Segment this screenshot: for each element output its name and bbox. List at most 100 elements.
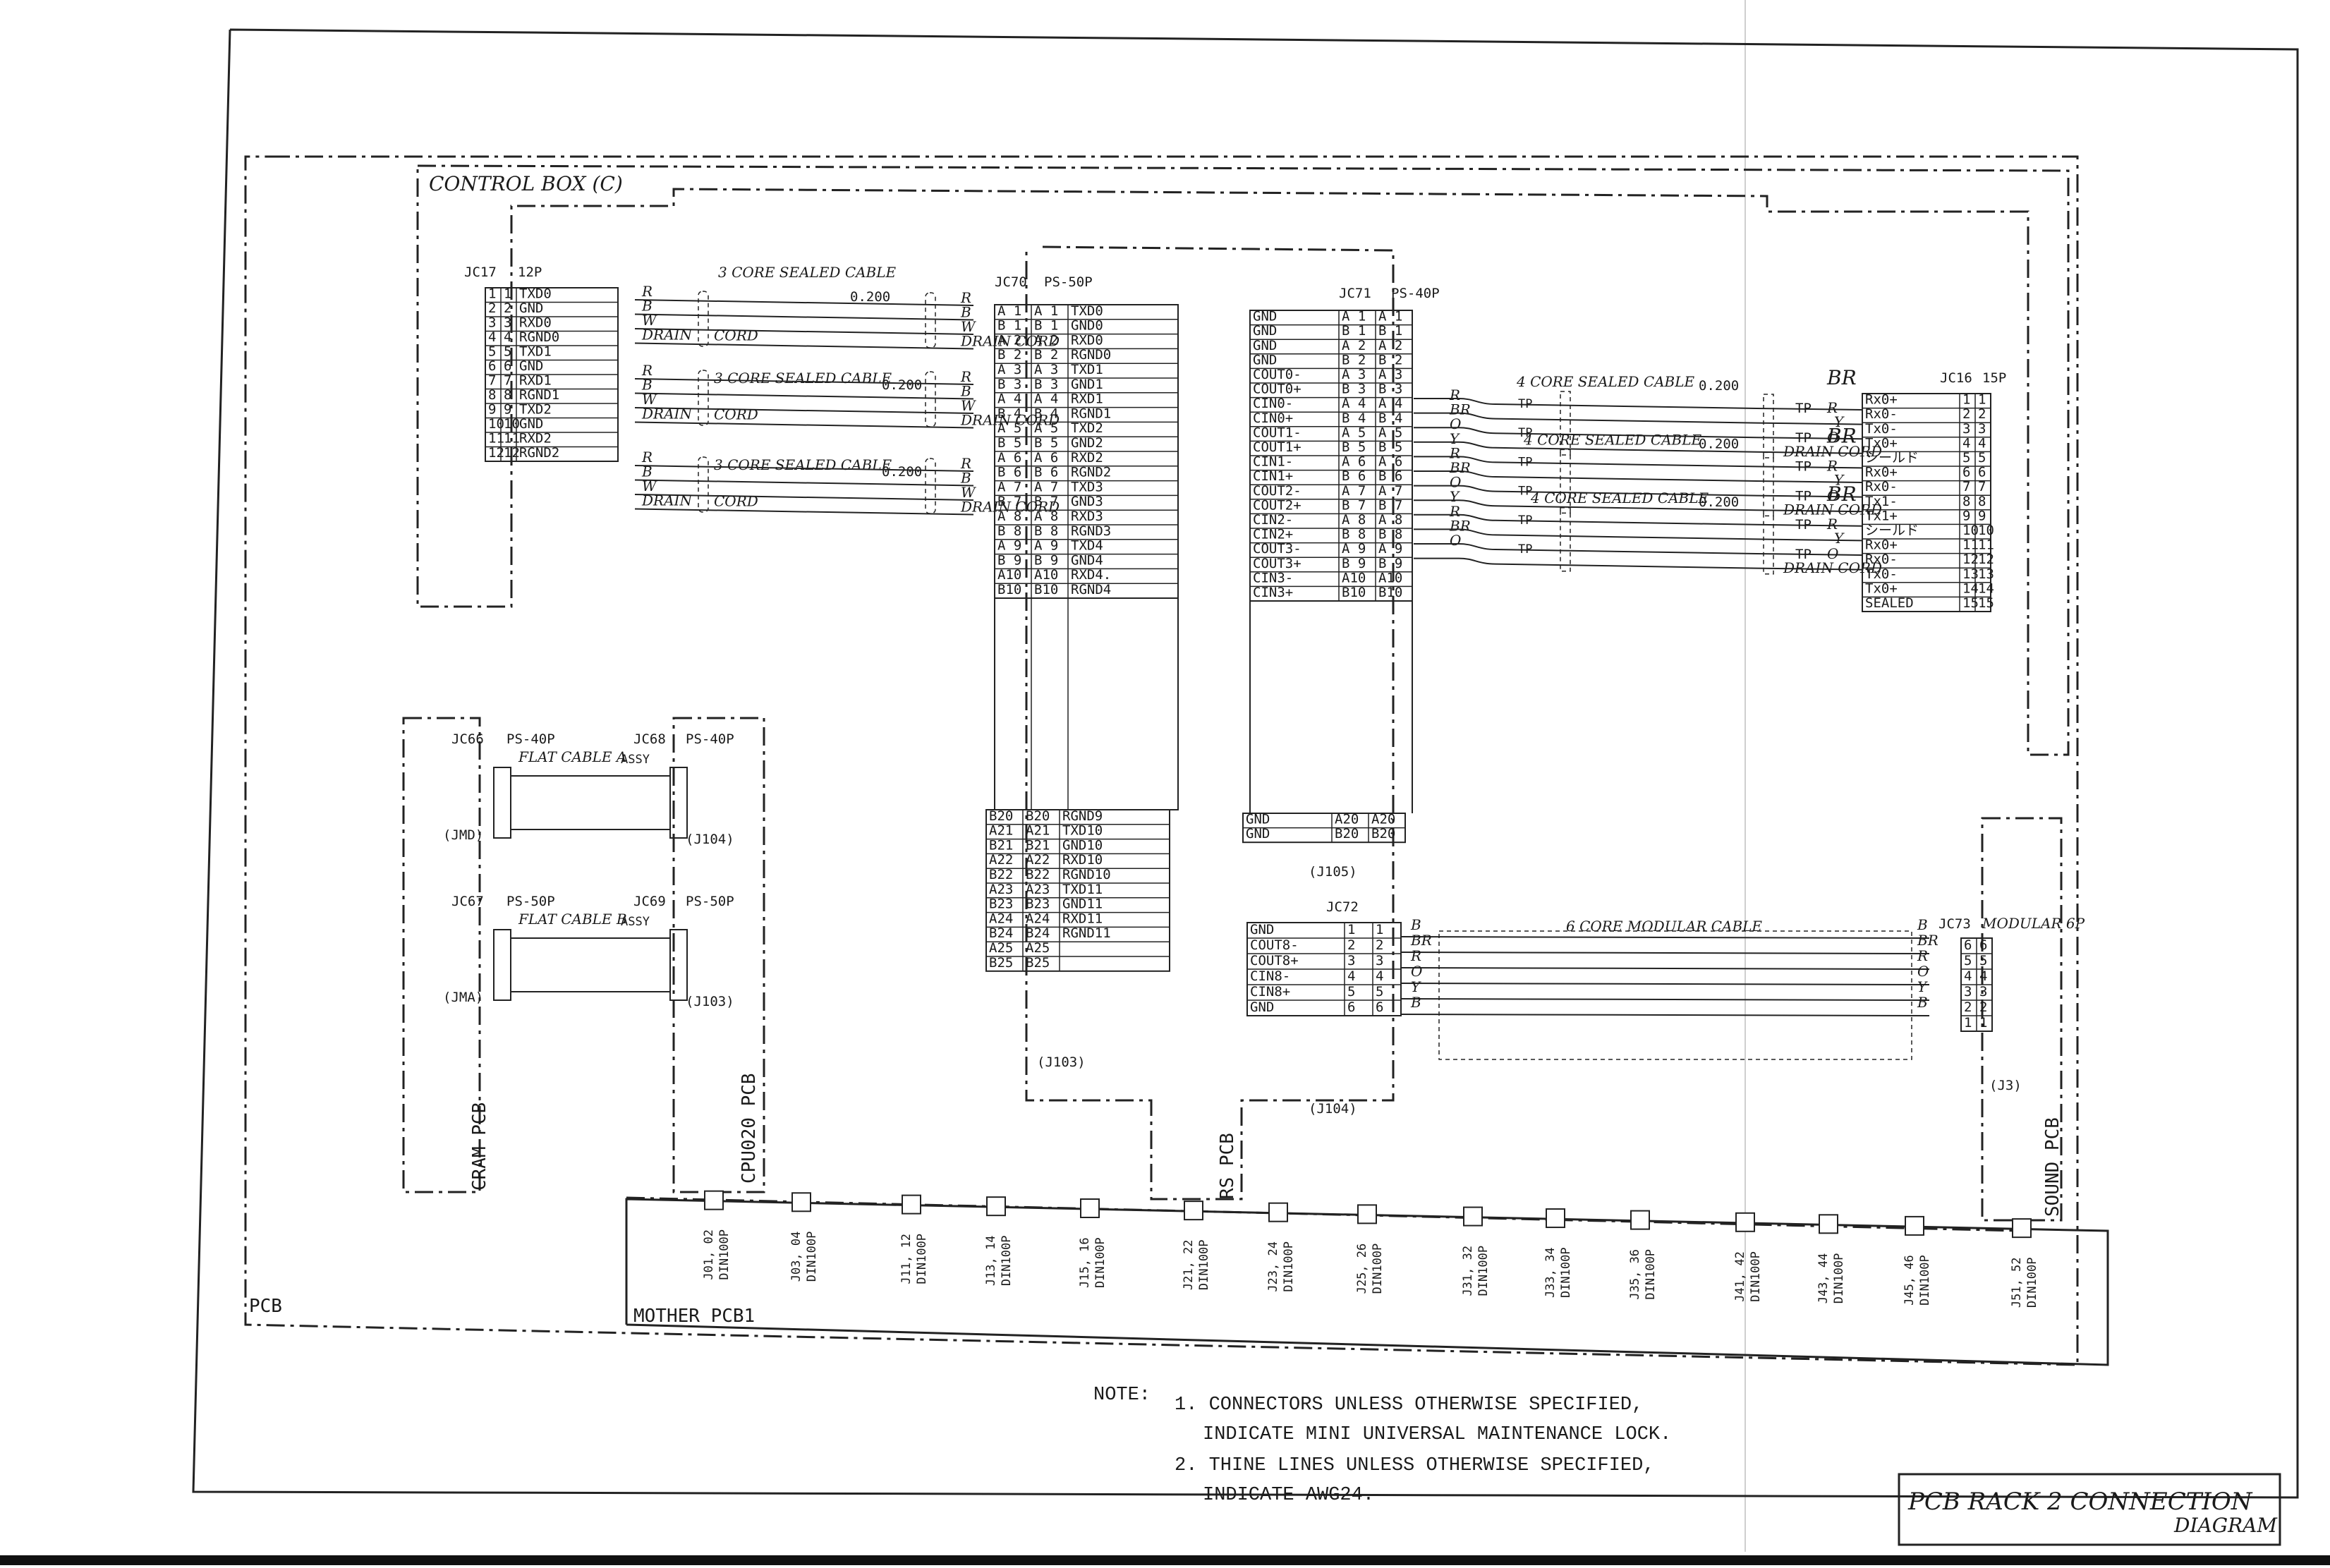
jc17-cell: 12: [488, 445, 504, 461]
jc73-name: JC73: [1938, 916, 1971, 932]
mother-connector-id: J15, 16: [1078, 1237, 1092, 1288]
jc71-type: PS-40P: [1391, 286, 1440, 301]
jc17-name: JC17: [464, 265, 497, 280]
jc72-cell: 5: [1376, 984, 1383, 999]
jc16-cell: Rx0+: [1865, 537, 1898, 553]
mother-connector-box: [2012, 1218, 2032, 1239]
cable4-shield-right: [1763, 510, 1774, 575]
jc70b-cell: A23: [989, 882, 1013, 897]
flat-right-type: PS-50P: [686, 894, 734, 909]
jc71-cell: A10: [1378, 570, 1402, 585]
jc17-cell: GND: [519, 358, 543, 374]
jc17-cell: 11: [488, 431, 504, 446]
jc72-cell: GND: [1250, 999, 1274, 1015]
cable3-title: 3 CORE SEALED CABLE: [714, 456, 892, 473]
wire: [1458, 398, 1863, 411]
jc70-cell: B 7: [997, 494, 1021, 509]
jc70b-cell: TXD10: [1062, 823, 1103, 839]
wire: [1458, 470, 1863, 483]
cable6-left-color: Y: [1411, 978, 1421, 995]
jc72-cell: 6: [1347, 999, 1355, 1015]
jc71-cell: B 4: [1342, 411, 1366, 426]
jc71-cell: A 9: [1342, 541, 1366, 557]
jc70-cell: GND2: [1071, 435, 1103, 451]
jc71-cell: CIN3+: [1253, 585, 1293, 600]
cable3-right-color: B: [960, 470, 971, 487]
title-line-1: PCB RACK 2 CONNECTION: [1907, 1488, 2253, 1516]
jc70-cell: B 6: [997, 465, 1021, 480]
jc70-cell: A 4: [1034, 391, 1058, 407]
jc16-cell: 15: [1962, 595, 1979, 611]
mother-connector-id: J13, 14: [984, 1236, 998, 1287]
jc17-cell: 12: [504, 445, 520, 461]
jc70-cell: GND4: [1071, 552, 1103, 568]
jc71-name: JC71: [1339, 286, 1371, 301]
jc71b-cell: B20: [1335, 826, 1359, 841]
cable3-color: W: [642, 391, 657, 408]
jc16-cell: 3: [1962, 421, 1970, 437]
jc71-cell: B 8: [1342, 527, 1366, 542]
flat-assy: ASSY: [621, 915, 650, 929]
jc70-cell: A 6: [1034, 450, 1058, 466]
control-box-label: CONTROL BOX (C): [429, 172, 623, 195]
right-y-label: Y: [1834, 471, 1845, 488]
cable6-right-color: R: [1917, 947, 1928, 964]
cable6-wire: [1400, 983, 1930, 985]
cable3-right-color: DRAIN CORD: [960, 499, 1060, 516]
jc72-cell: 4: [1347, 968, 1355, 984]
jc70-cell: TXD2: [1071, 420, 1103, 436]
jc17-cell: RXD1: [519, 373, 552, 389]
cable3-right-color: DRAIN CORD: [960, 333, 1060, 350]
jc72-cell: 3: [1347, 953, 1355, 968]
jc70b-cell: B25: [989, 955, 1013, 971]
mother-connector-type: DIN100P: [805, 1232, 819, 1282]
jc16-cell: Rx0-: [1865, 479, 1898, 494]
jc71-cell: CIN3-: [1253, 570, 1293, 585]
jc70-cell: RXD3: [1071, 509, 1103, 524]
jc16-cell: Tx0-: [1865, 421, 1898, 437]
jc16-cell: Rx0-: [1865, 552, 1898, 567]
cable3-wire: [634, 392, 974, 400]
flat-left-type: PS-50P: [506, 894, 555, 909]
note-label: NOTE:: [1093, 1385, 1151, 1406]
right-o-label: O: [1827, 487, 1838, 504]
cable4-title: 4 CORE SEALED CABLE: [1530, 490, 1709, 506]
cable3-color: W: [642, 478, 657, 494]
right-top-label: BR: [1826, 424, 1857, 447]
right-y-label: Y: [1834, 530, 1845, 547]
jc70-cell: A 8: [997, 509, 1021, 524]
cable6-right-color: BR: [1917, 932, 1938, 949]
right-top-label: BR: [1826, 482, 1857, 506]
jc16-cell: 8: [1978, 494, 1986, 509]
cable3-color: R: [641, 283, 653, 300]
jc16-cell: Tx0+: [1865, 581, 1898, 596]
jc71-cell: A 1: [1378, 309, 1402, 324]
mother-connector-box: [1546, 1208, 1565, 1229]
right-r-label: R: [1826, 457, 1838, 474]
jc17-cell: RGND2: [519, 445, 559, 461]
mother-connector-id: J23, 24: [1266, 1241, 1280, 1292]
jc71-cell: A 8: [1342, 512, 1366, 528]
cable3-right-color: B: [960, 304, 971, 321]
mother-connector-box: [1630, 1210, 1650, 1230]
mother-connector-type: DIN100P: [915, 1234, 929, 1284]
jc71-cell: A 1: [1342, 309, 1366, 324]
jc71-cell: CIN2+: [1253, 527, 1293, 542]
jc71-cell: A 3: [1342, 367, 1366, 382]
wire-color-left: BR: [1449, 401, 1471, 418]
notes: NOTE: 1. CONNECTORS UNLESS OTHERWISE SPE…: [1093, 1385, 1671, 1506]
cable6-right-color: O: [1917, 963, 1929, 980]
mother-connector-box: [791, 1192, 811, 1213]
cable3-color: DRAIN: [641, 492, 693, 509]
cable3-shield-left: [698, 456, 709, 513]
jc16-cell: 13: [1978, 566, 1994, 582]
jc70b-cell: GND10: [1062, 837, 1103, 853]
jc71-cell: COUT2-: [1253, 483, 1301, 499]
jc71-cell: A 2: [1378, 338, 1402, 353]
jc17-cell: RXD0: [519, 315, 552, 331]
tp-label: TP: [1518, 455, 1532, 469]
